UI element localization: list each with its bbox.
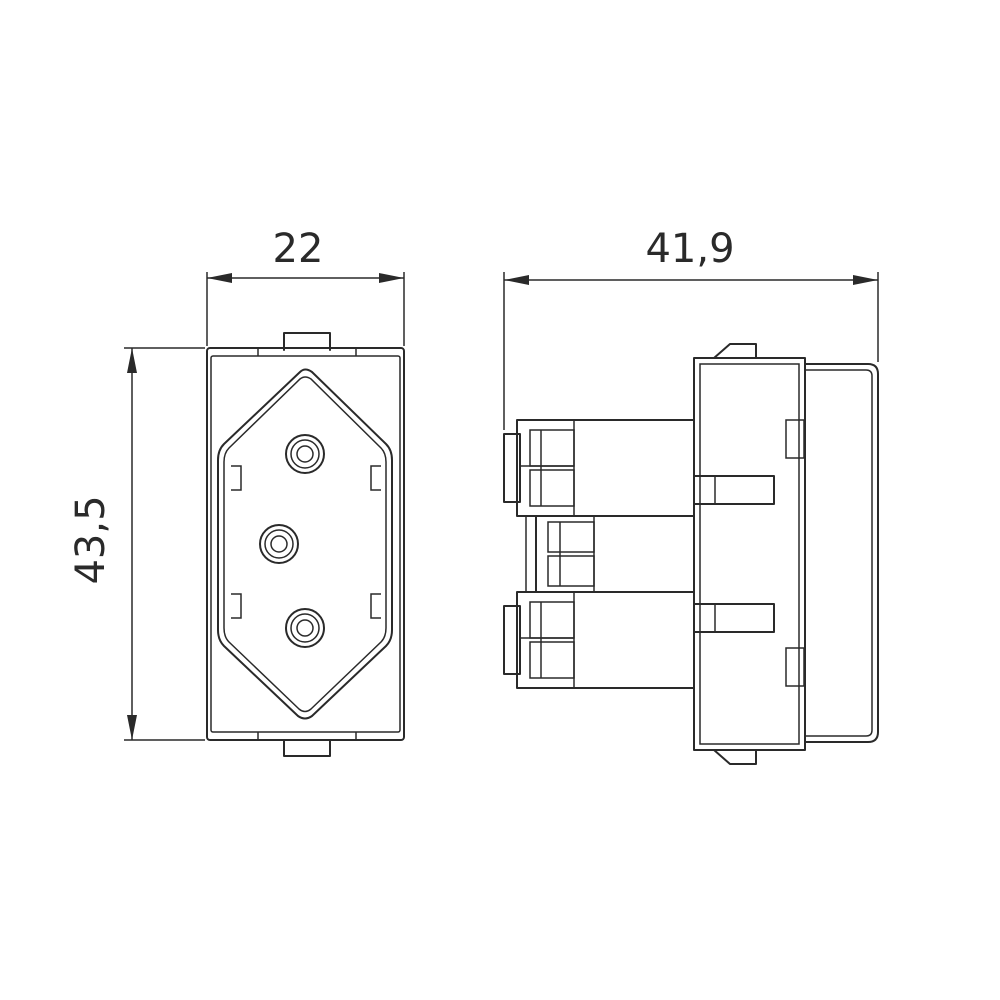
socket-left-clip-lower [231, 593, 242, 619]
socket-right-clip-upper [370, 465, 381, 491]
front-body-inner [210, 355, 401, 733]
side-main-body [693, 357, 806, 751]
height-dimension-label: 43,5 [68, 495, 114, 584]
front-top-tab [283, 332, 331, 351]
terminal-block-middle [525, 515, 695, 593]
side-view [503, 343, 879, 765]
height-dimension: 43,5 [68, 347, 205, 741]
terminal-block-lower [503, 591, 695, 689]
front-bottom-notches [257, 732, 357, 740]
front-top-notches [257, 348, 357, 356]
side-slot-lower [785, 647, 805, 687]
front-body [206, 347, 405, 741]
side-bottom-latch [713, 749, 757, 765]
side-main-body-inner [699, 363, 800, 745]
side-front-housing [804, 363, 879, 743]
depth-dimension: 41,9 [503, 226, 879, 430]
terminal-block-upper [503, 419, 695, 517]
side-top-latch [713, 343, 757, 359]
side-contact-arm-lower [693, 603, 775, 633]
depth-dimension-label: 41,9 [645, 226, 734, 272]
socket-outline [217, 368, 393, 720]
socket-outline-inner [223, 376, 387, 713]
width-dimension-label: 22 [273, 226, 324, 272]
width-dimension: 22 [206, 226, 405, 346]
side-front-housing-inner [805, 369, 873, 737]
socket-right-clip-lower [370, 593, 381, 619]
front-view [206, 332, 405, 757]
socket-hole-top [285, 434, 325, 474]
socket-hole-bottom [285, 608, 325, 648]
socket-left-clip-upper [231, 465, 242, 491]
side-contact-arm-upper [693, 475, 775, 505]
front-bottom-tab [283, 739, 331, 757]
socket-hole-middle [259, 524, 299, 564]
side-slot-upper [785, 419, 805, 459]
